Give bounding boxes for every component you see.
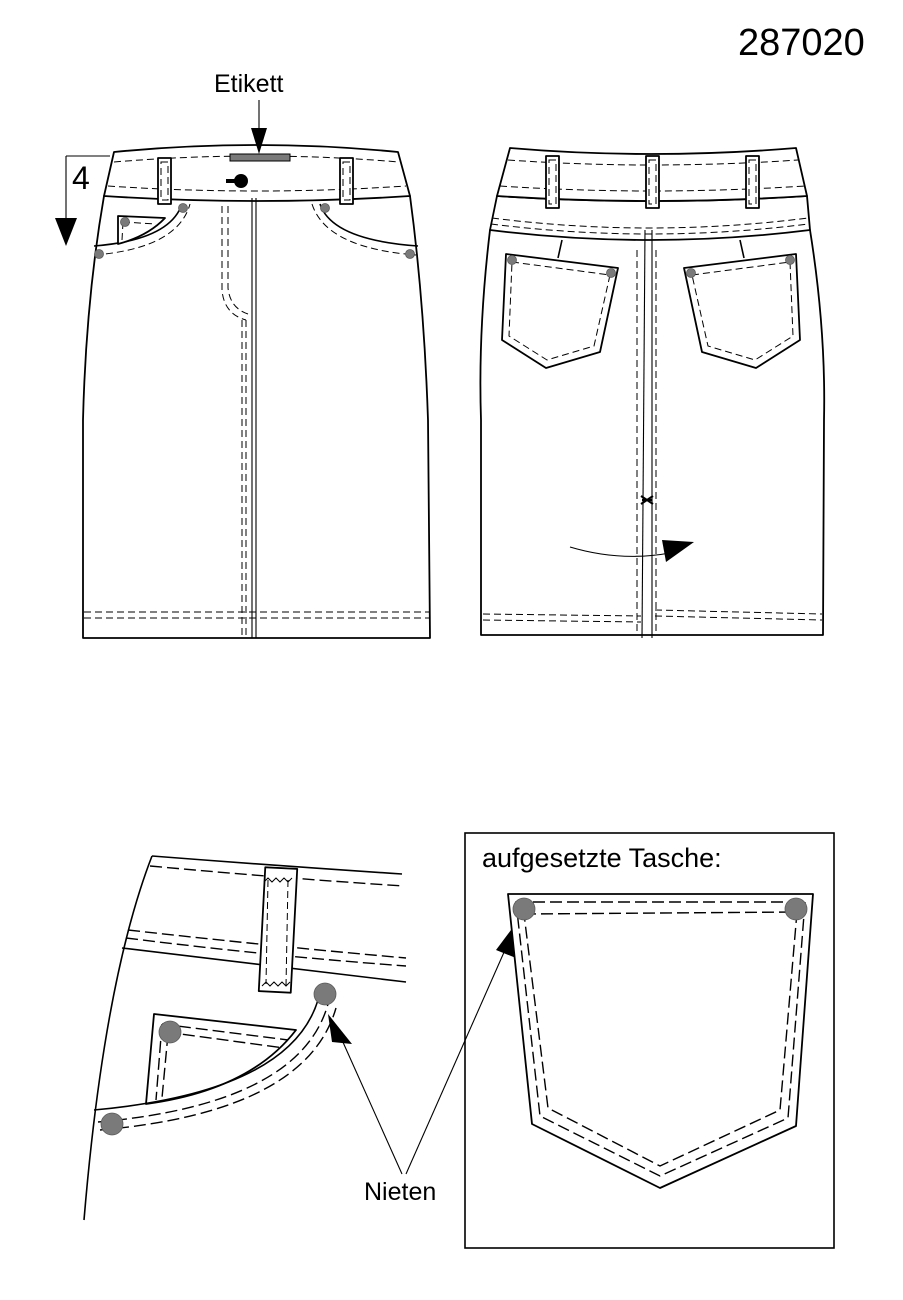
front-waistband [103, 144, 411, 202]
label-callout: Etikett [214, 70, 284, 98]
detail-belt-loop [257, 866, 299, 994]
detail-front-pocket [83, 855, 516, 1221]
front-view [55, 100, 431, 639]
front-belt-loop-left [157, 157, 172, 205]
back-belt-loop-left [545, 155, 560, 209]
back-belt-loop-right [745, 155, 760, 209]
button-icon [234, 174, 248, 188]
back-belt-loop-center [645, 155, 660, 209]
model-number: 287020 [738, 22, 865, 64]
length-arrow-icon [55, 218, 77, 246]
patch-pocket-title: aufgesetzte Tasche: [482, 843, 722, 873]
direction-arrow-icon [662, 540, 694, 562]
back-view [479, 147, 826, 639]
rivets-callout: Nieten [364, 1178, 437, 1206]
patch-pocket-outline [507, 893, 814, 1189]
label-tag [229, 153, 291, 162]
rivet-arrow-icon-right [496, 926, 516, 958]
detail-back-pocket [464, 832, 835, 1249]
back-pocket-right [683, 253, 801, 369]
front-belt-loop-right [339, 157, 354, 205]
patch-pocket-frame [464, 832, 835, 1249]
label-arrow-icon [251, 128, 267, 154]
back-pocket-left [501, 253, 619, 369]
rivet-arrow-icon-left [328, 1014, 352, 1044]
length-mark-label: 4 [72, 160, 90, 196]
